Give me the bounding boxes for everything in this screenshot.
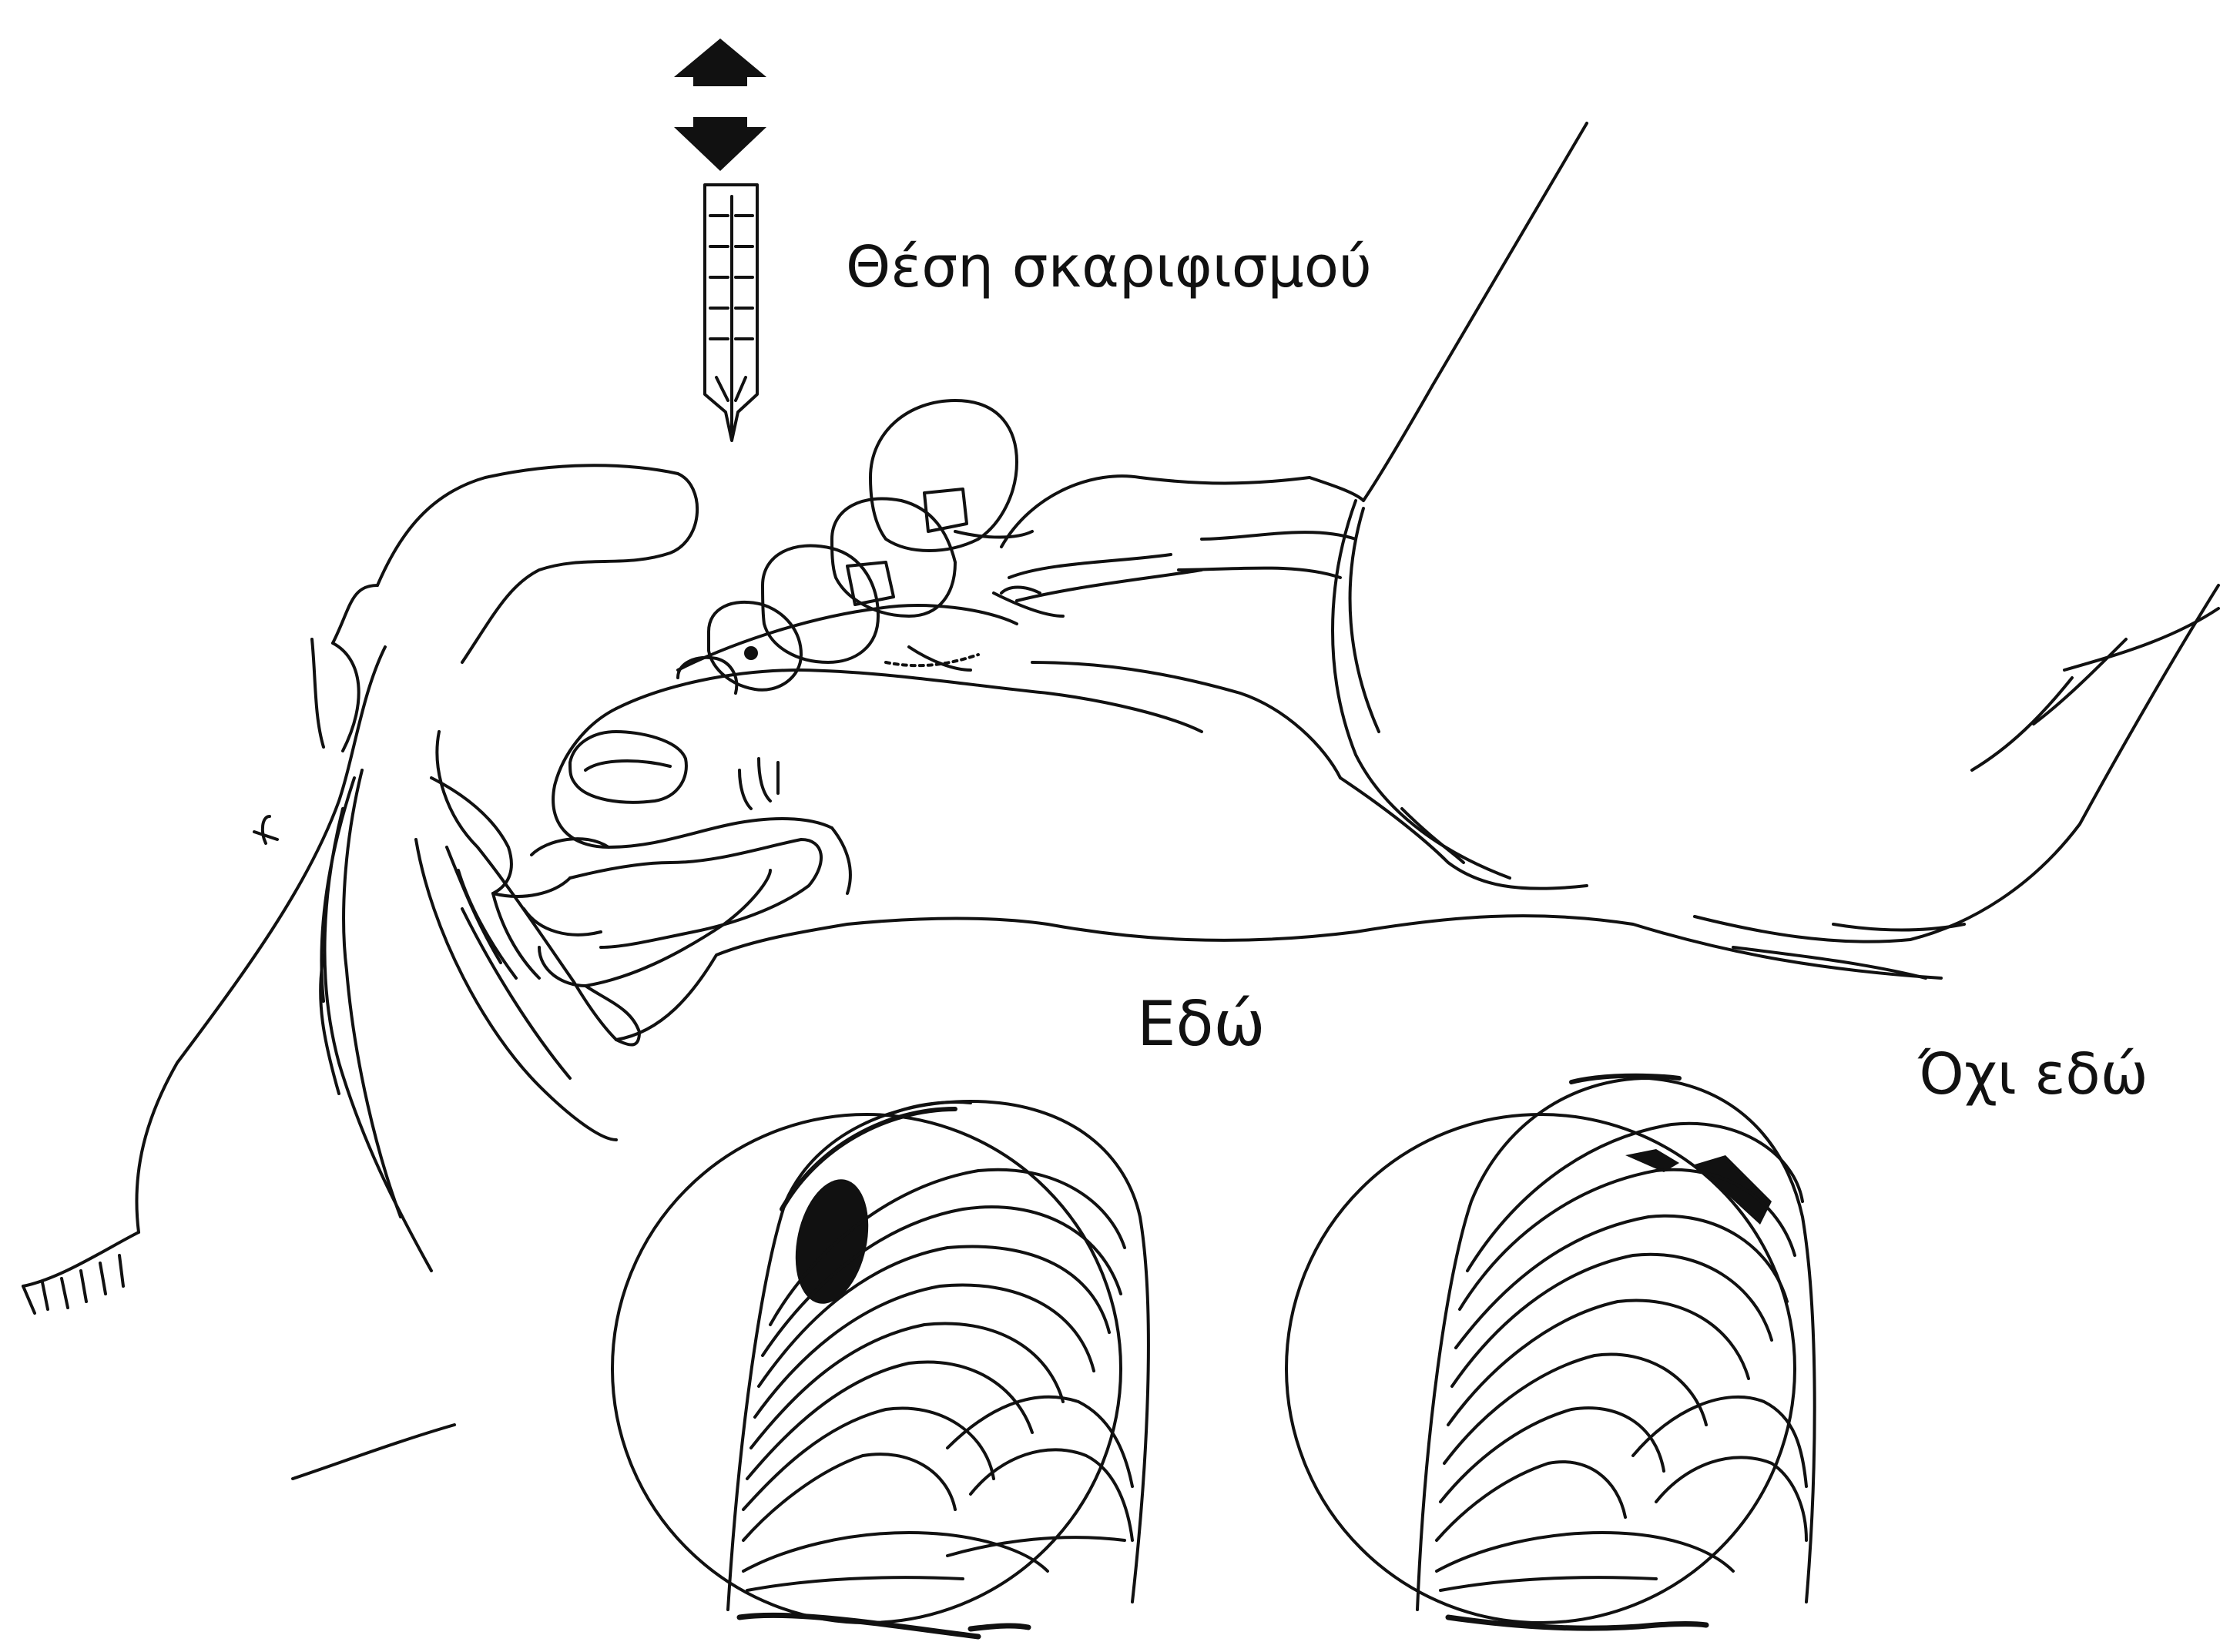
incorrect-site-label: Όχι εδώ <box>1918 1046 2148 1103</box>
correct-site-inset <box>612 1101 1149 1637</box>
supporting-hand <box>23 465 697 1479</box>
lancet-icon <box>705 185 757 441</box>
puncture-site-label: Θέση σκαριφισμού <box>846 239 1372 296</box>
up-down-arrow-icon <box>674 39 766 171</box>
incorrect-site-inset <box>1286 1076 1815 1628</box>
examiner-hand <box>431 670 1202 1045</box>
correct-site-label: Εδώ <box>1137 994 1265 1055</box>
